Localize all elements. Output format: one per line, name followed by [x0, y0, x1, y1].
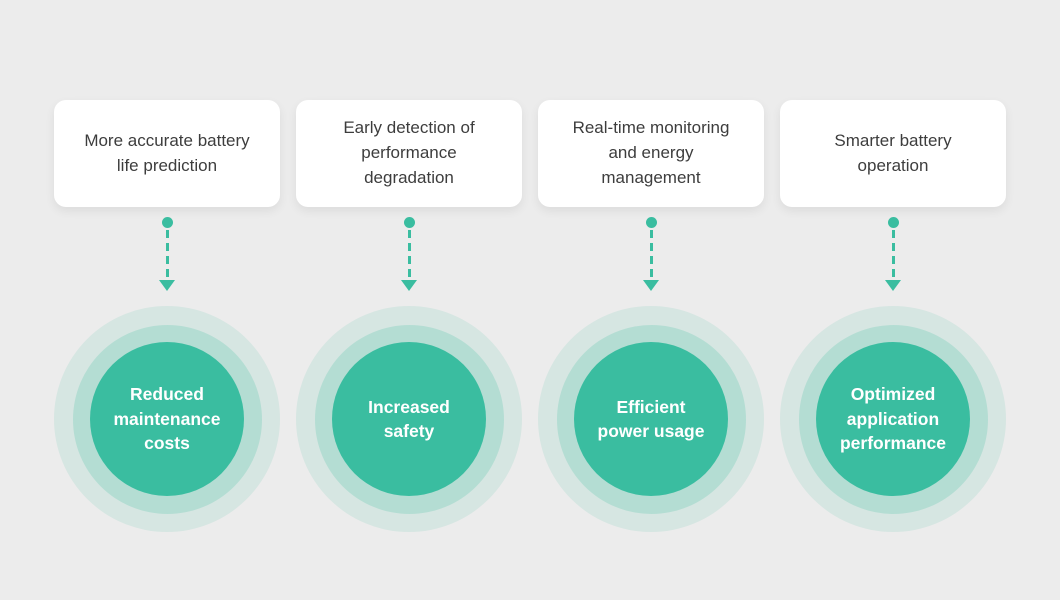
feature-card: Real-time monitoring and energy manageme…: [538, 100, 764, 207]
outcome-circle-outer-ring: Increased safety: [296, 306, 522, 532]
arrow-head: [885, 280, 901, 291]
arrow-dashed-line: [407, 230, 411, 278]
outcome-circle-label: Efficient power usage: [597, 396, 705, 442]
outcome-circle-mid-ring: Increased safety: [314, 324, 504, 514]
arrow-head: [401, 280, 417, 291]
outcome-circle-mid-ring: Reduced maintenance costs: [72, 324, 262, 514]
outcome-circle: Reduced maintenance costs: [90, 342, 244, 496]
outcome-circle: Efficient power usage: [574, 342, 728, 496]
benefit-column-4: Smarter battery operation Optimized appl…: [780, 100, 1006, 600]
outcome-circle-mid-ring: Optimized application performance: [798, 324, 988, 514]
arrow-head: [159, 280, 175, 291]
arrow-dot: [403, 217, 415, 228]
benefit-column-1: More accurate battery life prediction Re…: [54, 100, 280, 600]
outcome-circle: Optimized application performance: [816, 342, 970, 496]
arrow-dashed-line: [649, 230, 653, 278]
feature-card-label: More accurate battery life prediction: [84, 130, 250, 175]
arrow-dashed-line: [891, 230, 895, 278]
arrow-dot: [645, 217, 657, 228]
feature-card-label: Early detection of performance degradati…: [343, 118, 475, 187]
down-arrow-icon: [885, 217, 901, 291]
down-arrow-icon: [401, 217, 417, 291]
outcome-circle: Increased safety: [332, 342, 486, 496]
outcome-circle-label: Reduced maintenance costs: [113, 384, 221, 454]
feature-card: More accurate battery life prediction: [54, 100, 280, 207]
feature-card-label: Smarter battery operation: [834, 130, 952, 175]
outcome-circle-label: Increased safety: [368, 396, 450, 442]
benefit-column-3: Real-time monitoring and energy manageme…: [538, 100, 764, 600]
feature-card-label: Real-time monitoring and energy manageme…: [572, 118, 730, 187]
outcome-circle-outer-ring: Reduced maintenance costs: [54, 306, 280, 532]
outcome-circle-outer-ring: Efficient power usage: [538, 306, 764, 532]
outcome-circle-outer-ring: Optimized application performance: [780, 306, 1006, 532]
arrow-dot: [887, 217, 899, 228]
down-arrow-icon: [643, 217, 659, 291]
arrow-dashed-line: [165, 230, 169, 278]
arrow-head: [643, 280, 659, 291]
down-arrow-icon: [159, 217, 175, 291]
outcome-circle-mid-ring: Efficient power usage: [556, 324, 746, 514]
arrow-dot: [161, 217, 173, 228]
outcome-circle-label: Optimized application performance: [839, 384, 946, 454]
benefit-column-2: Early detection of performance degradati…: [296, 100, 522, 600]
feature-card: Smarter battery operation: [780, 100, 1006, 207]
feature-card: Early detection of performance degradati…: [296, 100, 522, 207]
